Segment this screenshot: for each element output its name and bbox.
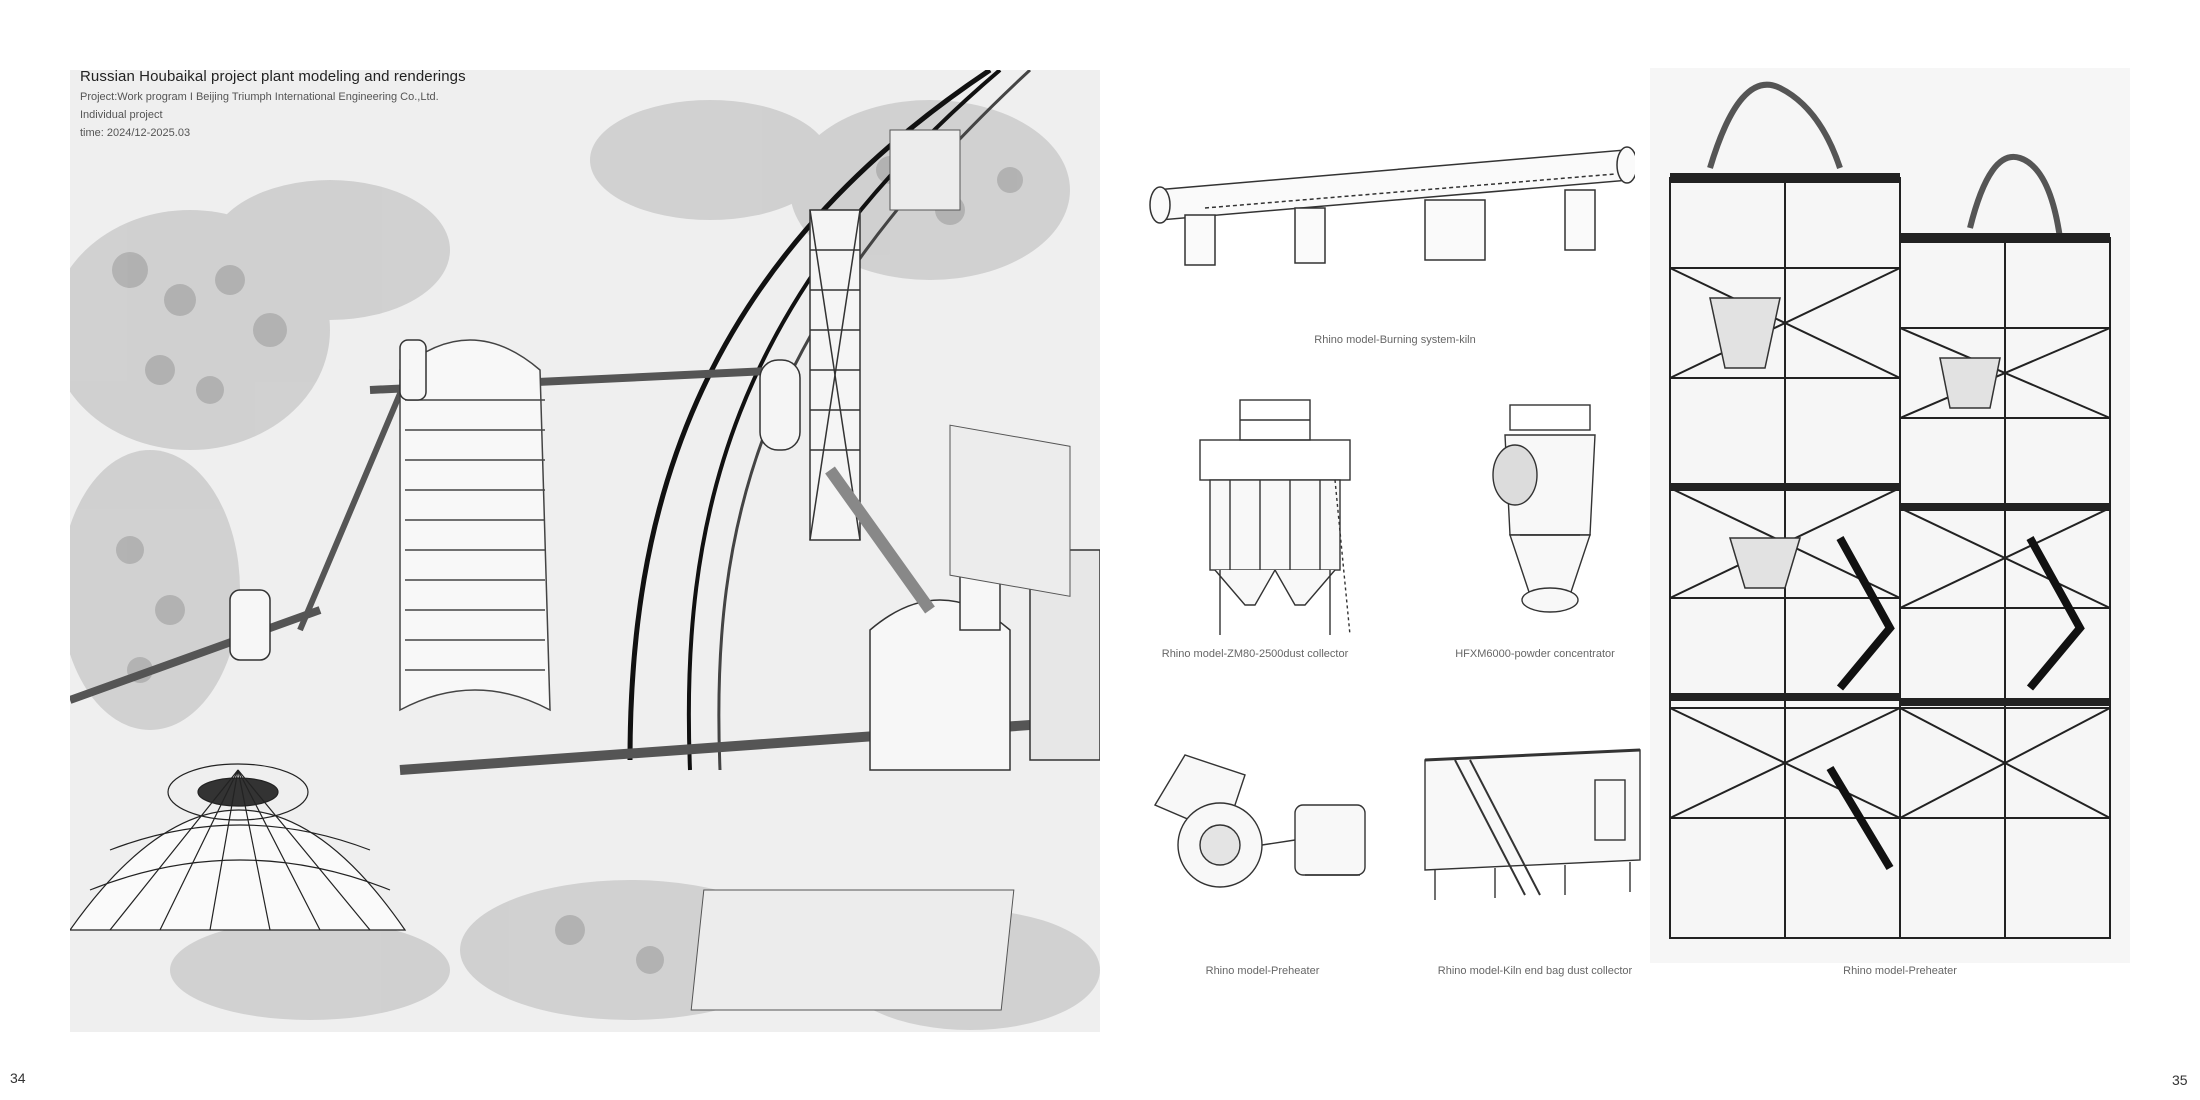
- preheater-tower-illustration: [1650, 68, 2130, 963]
- powder-concentrator-illustration: [1475, 395, 1605, 620]
- project-header: Russian Houbaikal project plant modeling…: [80, 68, 466, 145]
- caption-kiln: Rhino model-Burning system-kiln: [1314, 334, 1476, 346]
- project-title: Russian Houbaikal project plant modeling…: [80, 68, 466, 85]
- project-program: Project:Work program I Beijing Triumph I…: [80, 91, 439, 103]
- project-time: time: 2024/12-2025.03: [80, 127, 191, 139]
- caption-preheater-tower: Rhino model-Preheater: [1843, 965, 1957, 977]
- caption-bag-collector: Rhino model-Kiln end bag dust collector: [1437, 965, 1633, 977]
- preheater-fan-illustration: [1145, 745, 1380, 895]
- plant-aerial-illustration: [70, 70, 1100, 1032]
- caption-powder-concentrator: HFXM6000-powder concentrator: [1455, 648, 1615, 660]
- plant-aerial-rendering: [70, 70, 1100, 1032]
- project-type: Individual project: [80, 109, 163, 121]
- caption-preheater-small: Rhino model-Preheater: [1205, 965, 1320, 977]
- kiln-model-illustration: [1145, 120, 1635, 270]
- page-number-right: 35: [2172, 1072, 2188, 1088]
- dust-collector-illustration: [1190, 390, 1360, 640]
- bag-collector-illustration: [1415, 740, 1650, 910]
- caption-dust-collector: Rhino model-ZM80-2500dust collector: [1161, 648, 1349, 660]
- page-number-left: 34: [10, 1070, 26, 1086]
